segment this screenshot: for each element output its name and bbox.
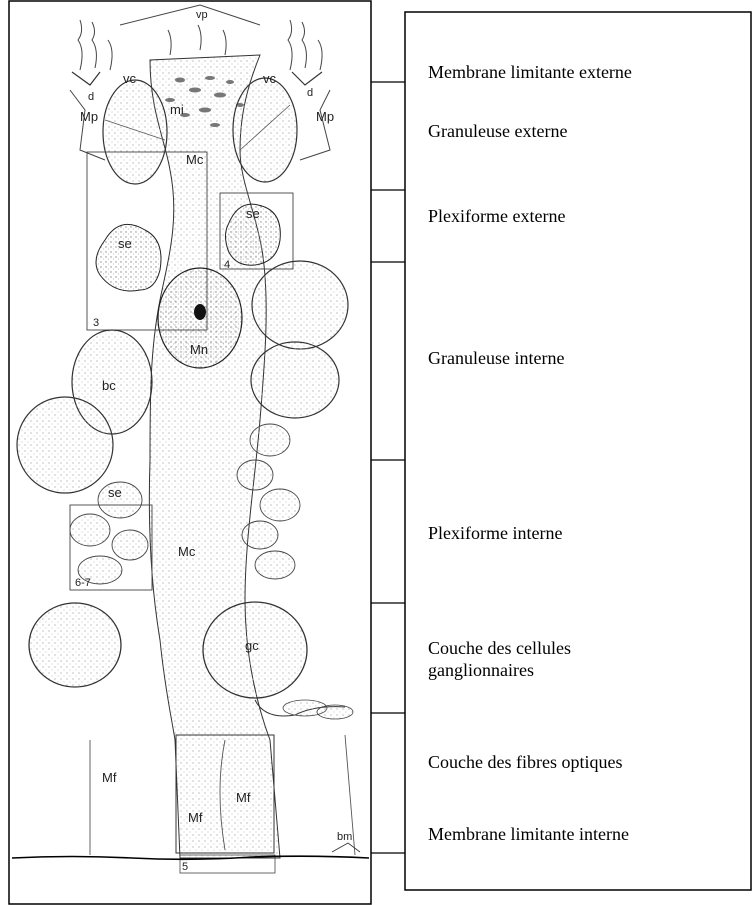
inner-nuclear-cell-right-1 [252,261,348,349]
label-gc: gc [245,638,259,653]
label-mf-box-right: Mf [236,790,251,805]
label-mi: mi [170,102,184,117]
label-box-5: 5 [182,861,188,873]
label-vc-left: vc [123,71,137,86]
label-vp: vp [196,9,208,21]
photoreceptor-nucleus-left [103,80,167,184]
layer-label-plexiforme-externe: Plexiforme externe [428,205,748,227]
ganglion-cell-left [29,603,121,687]
label-d-right: d [307,87,313,99]
label-d-left: d [88,91,94,103]
layer-label-cellules-ganglionnaires: Couche des cellules ganglionnaires [428,637,658,681]
layer-label-membrane-limitante-externe: Membrane limitante externe [428,61,748,83]
label-se-left-upper: se [118,236,132,251]
inner-nuclear-cell-right-2 [251,342,339,418]
layer-label-plexiforme-interne: Plexiforme interne [428,522,748,544]
label-mf-left: Mf [102,770,117,785]
label-box-4: 4 [224,259,230,271]
label-se-lower: se [108,485,122,500]
layer-label-granuleuse-interne: Granuleuse interne [428,347,748,369]
label-mc-middle: Mc [178,544,196,559]
label-vc-right: vc [263,71,277,86]
photoreceptor-nucleus-right [233,78,297,182]
synaptic-ending-left-upper [96,224,161,291]
label-bm: bm [337,831,352,843]
label-se-right-upper: se [246,206,260,221]
label-mp-left: Mp [80,109,98,124]
label-box-3: 3 [93,317,99,329]
label-mc-top: Mc [186,152,204,167]
layer-label-granuleuse-externe: Granuleuse externe [428,120,748,142]
label-mf-box-left: Mf [188,810,203,825]
inner-nuclear-cell-left [17,397,113,493]
layer-label-fibres-optiques: Couche des fibres optiques [428,751,748,773]
layer-label-membrane-limitante-interne: Membrane limitante interne [428,823,748,845]
label-mp-right: Mp [316,109,334,124]
layer-ticks [371,82,405,853]
label-bc: bc [102,378,116,393]
label-box-6-7: 6-7 [75,577,91,589]
label-mn: Mn [190,342,208,357]
